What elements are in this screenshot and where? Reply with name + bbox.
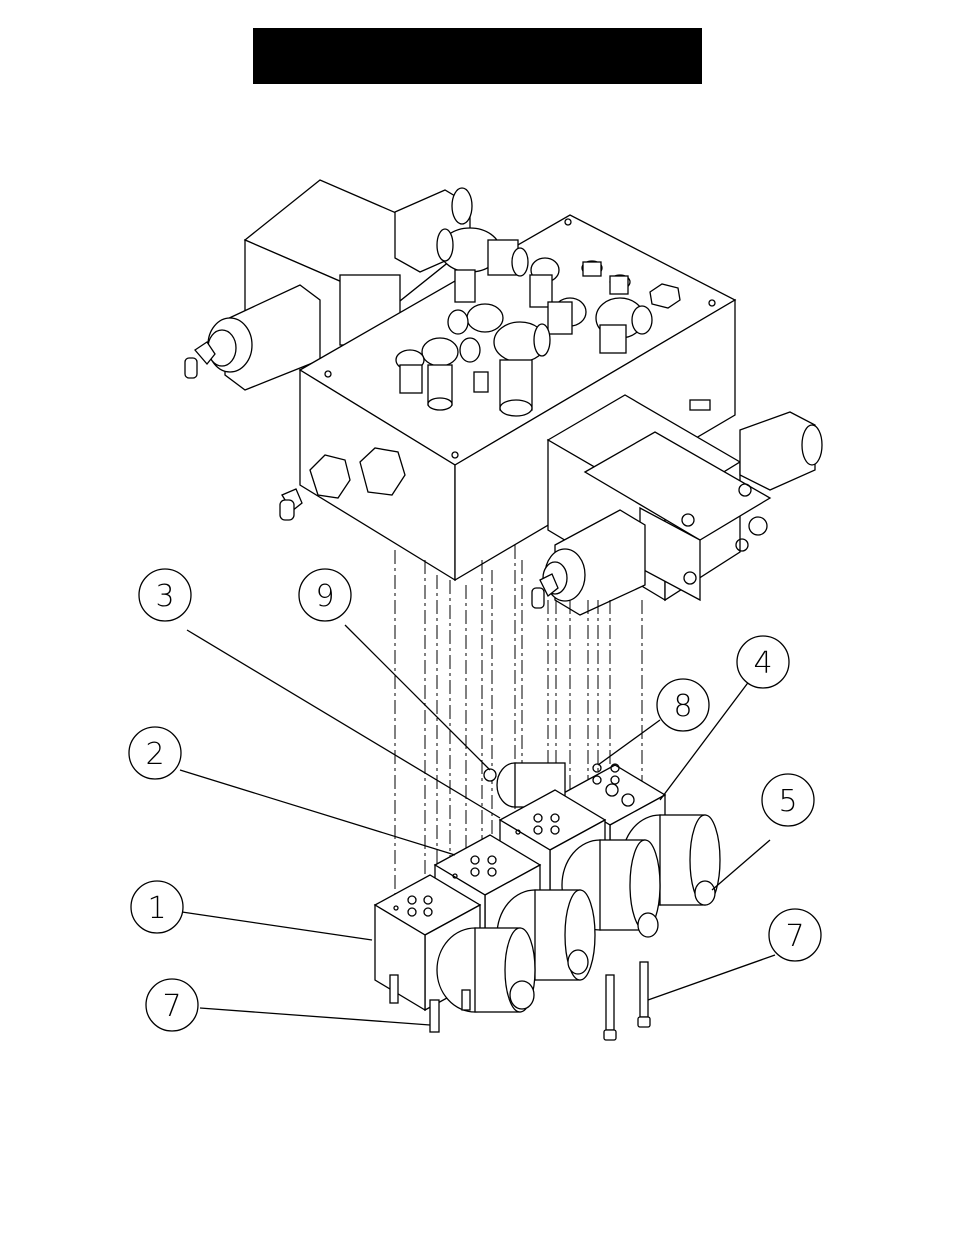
callout-2-label: 2	[145, 737, 164, 772]
callout-8-label: 8	[673, 689, 692, 724]
callout-3-label: 3	[155, 579, 174, 614]
callout-7-right: 7	[769, 909, 821, 961]
manifold-assembly	[185, 180, 822, 615]
callout-4: 4	[737, 636, 789, 688]
callout-2: 2	[129, 727, 181, 779]
callout-7-left-label: 7	[162, 989, 181, 1024]
right-solenoid-block	[532, 395, 822, 615]
callout-7-left: 7	[146, 979, 198, 1031]
callout-5: 5	[762, 774, 814, 826]
callout-1: 1	[131, 881, 183, 933]
callout-7-right-label: 7	[785, 919, 804, 954]
module-1-coil	[437, 928, 535, 1012]
valve-module-stack	[375, 763, 720, 1040]
callout-9-label: 9	[315, 579, 334, 614]
callout-8: 8	[657, 679, 709, 731]
callout-4-label: 4	[753, 646, 772, 681]
callout-5-label: 5	[778, 784, 797, 819]
callout-9: 9	[299, 569, 351, 621]
callout-3: 3	[139, 569, 191, 621]
callout-1-label: 1	[147, 891, 166, 926]
